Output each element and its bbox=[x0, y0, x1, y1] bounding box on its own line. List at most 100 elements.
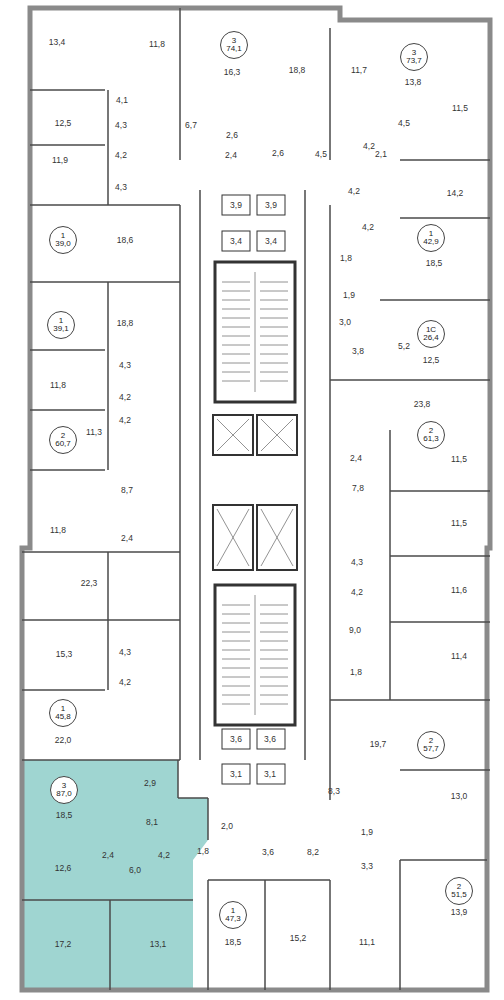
core-stroke bbox=[260, 605, 288, 606]
room-count: 2 bbox=[61, 432, 65, 440]
room-area: 15,3 bbox=[56, 650, 73, 659]
wall bbox=[177, 760, 179, 798]
core-stroke bbox=[222, 372, 250, 373]
room-area: 3,8 bbox=[352, 347, 364, 356]
room-area: 19,7 bbox=[370, 740, 387, 749]
room-area: 4,2 bbox=[115, 151, 127, 160]
room-area: 6,0 bbox=[129, 866, 141, 875]
apartment-marker: 145,8 bbox=[49, 699, 77, 727]
room-count: 2 bbox=[429, 737, 433, 745]
total-area: 60,7 bbox=[55, 440, 71, 448]
wall bbox=[207, 798, 209, 840]
core-stroke bbox=[222, 363, 250, 364]
room-area: 16,3 bbox=[224, 68, 241, 77]
room-count: 1 bbox=[61, 232, 65, 240]
core-stroke bbox=[260, 345, 288, 346]
room-area: 3,3 bbox=[361, 862, 373, 871]
core-stroke bbox=[222, 282, 250, 283]
core-stroke bbox=[260, 686, 288, 687]
core-stroke bbox=[260, 300, 288, 301]
core-stroke bbox=[222, 623, 250, 624]
room-area: 3,9 bbox=[230, 201, 242, 210]
core-stroke bbox=[217, 419, 249, 451]
apartment-marker: 261,3 bbox=[417, 421, 445, 449]
wall bbox=[330, 699, 490, 701]
core-stroke bbox=[260, 632, 288, 633]
core-stroke bbox=[222, 318, 250, 319]
room-area: 18,5 bbox=[56, 811, 73, 820]
wall bbox=[390, 490, 490, 492]
total-area: 87,0 bbox=[56, 790, 72, 798]
room-area: 2,9 bbox=[144, 779, 156, 788]
total-area: 51,5 bbox=[451, 891, 467, 899]
room-area: 4,3 bbox=[115, 121, 127, 130]
room-area: 12,5 bbox=[423, 356, 440, 365]
room-area: 11,5 bbox=[451, 519, 467, 528]
core-stroke bbox=[260, 704, 288, 705]
room-area: 4,2 bbox=[363, 142, 375, 151]
wall bbox=[179, 205, 181, 760]
wall bbox=[107, 90, 109, 205]
room-area: 3,6 bbox=[262, 848, 274, 857]
wall bbox=[390, 555, 490, 557]
room-area: 11,9 bbox=[52, 156, 68, 165]
wall bbox=[30, 204, 180, 206]
room-count: 1 bbox=[61, 705, 65, 713]
room-count: 1 bbox=[429, 230, 433, 238]
core-stroke bbox=[260, 614, 288, 615]
wall bbox=[30, 89, 105, 91]
core-stroke bbox=[261, 419, 293, 451]
wall bbox=[380, 299, 490, 301]
core-room bbox=[257, 764, 285, 784]
core-stroke bbox=[255, 272, 256, 392]
room-area: 12,6 bbox=[55, 864, 72, 873]
room-area: 11,1 bbox=[359, 938, 375, 947]
wall bbox=[30, 144, 105, 146]
room-area: 4,2 bbox=[119, 416, 131, 425]
room-area: 4,5 bbox=[398, 119, 410, 128]
room-area: 1,8 bbox=[197, 847, 209, 856]
core-room bbox=[257, 195, 285, 215]
wall bbox=[399, 860, 401, 990]
apartment-marker: 373,7 bbox=[400, 43, 428, 71]
room-area: 2,4 bbox=[350, 454, 362, 463]
room-area: 14,2 bbox=[447, 189, 464, 198]
room-count: 3 bbox=[412, 49, 416, 57]
wall bbox=[207, 880, 209, 990]
building-core bbox=[213, 195, 297, 784]
room-count: 1С bbox=[426, 326, 436, 334]
apartment-marker: 139,0 bbox=[49, 226, 77, 254]
room-area: 8,7 bbox=[121, 486, 133, 495]
core-stroke bbox=[260, 363, 288, 364]
room-area: 4,3 bbox=[119, 648, 131, 657]
core-stroke bbox=[222, 668, 250, 669]
room-area: 11,7 bbox=[351, 66, 367, 75]
outer-wall bbox=[22, 8, 490, 990]
room-area: 3,6 bbox=[230, 735, 242, 744]
room-area: 2,4 bbox=[225, 151, 237, 160]
core-room bbox=[257, 729, 285, 749]
room-area: 4,2 bbox=[119, 678, 131, 687]
core-stroke bbox=[260, 668, 288, 669]
core-stroke bbox=[260, 650, 288, 651]
room-area: 11,3 bbox=[86, 428, 102, 437]
room-area: 1,8 bbox=[340, 254, 352, 263]
core-stroke bbox=[222, 650, 250, 651]
core-stroke bbox=[260, 282, 288, 283]
room-count: 2 bbox=[457, 883, 461, 891]
core-stroke bbox=[217, 419, 249, 451]
core-stroke bbox=[261, 419, 293, 451]
room-area: 3,1 bbox=[230, 770, 242, 779]
apartment-marker: 142,9 bbox=[417, 224, 445, 252]
wall bbox=[330, 379, 490, 381]
core-stroke bbox=[222, 632, 250, 633]
room-area: 8,3 bbox=[328, 787, 340, 796]
core-stroke bbox=[222, 336, 250, 337]
core-stroke bbox=[261, 509, 293, 566]
core-stroke bbox=[260, 677, 288, 678]
room-count: 3 bbox=[62, 782, 66, 790]
room-area: 7,8 bbox=[352, 484, 364, 493]
wall bbox=[400, 859, 487, 861]
core-stroke bbox=[260, 336, 288, 337]
